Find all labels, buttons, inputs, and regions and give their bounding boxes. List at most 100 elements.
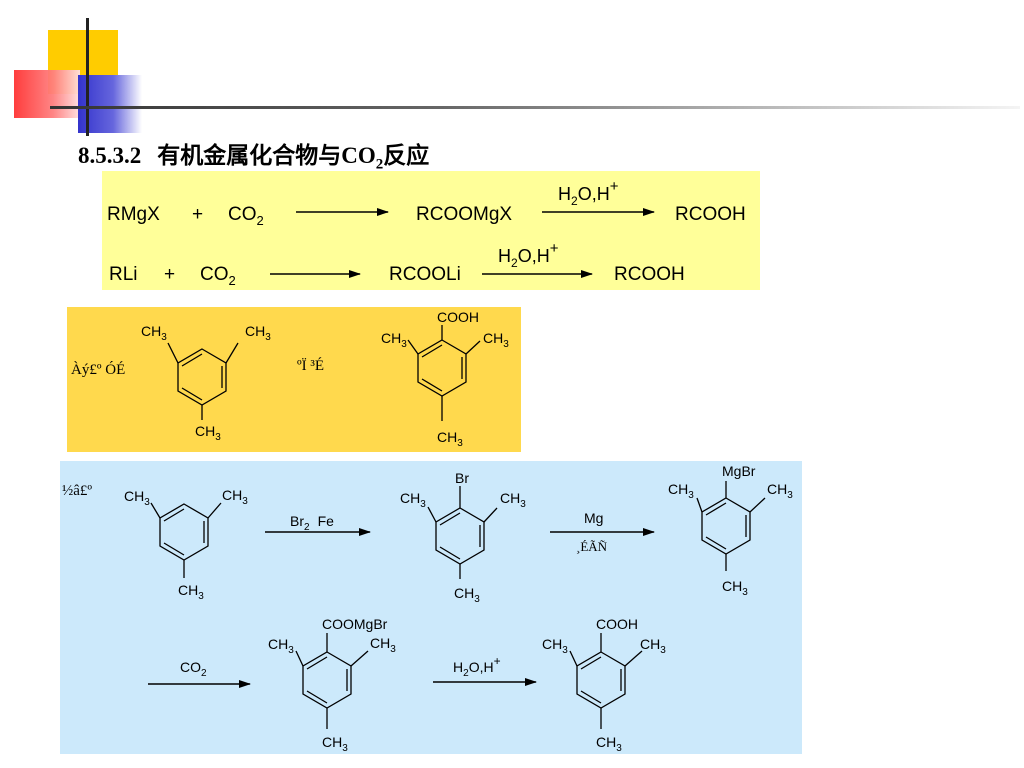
- row1-reactant: RMgX: [107, 204, 160, 225]
- row2-reagent-rest: O,H: [518, 246, 550, 266]
- row1-reagent-rest: O,H: [578, 184, 610, 204]
- title-suffix: 反应: [383, 143, 430, 168]
- svg-text:H2O,H+: H2O,H+: [558, 178, 619, 208]
- m4-bot-ch: CH: [322, 734, 342, 750]
- example-label: Àý£º ÓÉ: [71, 362, 126, 378]
- mol1-bot-ch: CH: [195, 423, 215, 439]
- m5-top-cooh: COOH: [596, 616, 638, 632]
- row2-reagent-sup: +: [550, 240, 559, 257]
- title-subscript: 2: [375, 156, 384, 173]
- m1-bot-ch: CH: [178, 582, 198, 598]
- m3-tl-ch: CH: [668, 481, 688, 497]
- step2-reagent: Mg: [584, 510, 603, 526]
- row2-co-sub: 2: [229, 273, 236, 288]
- row1-plus: +: [192, 204, 203, 225]
- row2-reagent-sub: 2: [511, 256, 518, 270]
- svg-text:CH3: CH3: [640, 636, 666, 656]
- row2-co: CO: [200, 264, 229, 285]
- decor-vertical-rule: [86, 18, 89, 136]
- m2-tl-ch: CH: [400, 490, 420, 506]
- step3-reagent: CO: [180, 659, 201, 675]
- svg-text:CH3: CH3: [381, 330, 407, 350]
- row2-product: RCOOH: [614, 264, 685, 285]
- row1-product: RCOOH: [675, 204, 746, 225]
- svg-text:CH3: CH3: [124, 488, 150, 508]
- m5-bot-ch: CH: [596, 734, 616, 750]
- row2-reactant: RLi: [109, 264, 138, 285]
- general-reactions-svg: RMgX + CO2 RCOOMgX H2O,H+ RCOOH RLi + CO…: [107, 178, 746, 288]
- svg-text:CH3: CH3: [542, 636, 568, 656]
- mol2-tr-ch: CH: [483, 330, 503, 346]
- mol1-tr-ch: CH: [245, 323, 265, 339]
- step4-h: H: [453, 659, 463, 675]
- mol2-top-cooh: COOH: [437, 309, 479, 325]
- svg-text:CO2: CO2: [180, 659, 207, 679]
- svg-text:CH3: CH3: [245, 323, 271, 343]
- m4-tr-ch: CH: [370, 635, 390, 651]
- example-structures-svg: CH3 CH3 CH3 COOH CH3 CH3 CH3: [141, 309, 509, 449]
- svg-text:CH3: CH3: [268, 636, 294, 656]
- solution-label: ½â£º: [62, 483, 93, 499]
- svg-text:CO2: CO2: [228, 204, 264, 228]
- svg-text:CH3: CH3: [767, 481, 793, 501]
- m4-tl-ch: CH: [268, 636, 288, 652]
- svg-text:CH3: CH3: [722, 578, 748, 598]
- svg-text:CH3: CH3: [222, 487, 248, 507]
- svg-text:CH3: CH3: [483, 330, 509, 350]
- svg-text:CH3: CH3: [370, 635, 396, 655]
- svg-text:H2O,H+: H2O,H+: [453, 654, 501, 679]
- mol2-bot-ch: CH: [437, 429, 457, 445]
- svg-text:CH3: CH3: [437, 429, 463, 449]
- mol2-tl-ch: CH: [381, 330, 401, 346]
- m5-tl-ch: CH: [542, 636, 562, 652]
- row1-co-sub: 2: [257, 213, 264, 228]
- example-mid-label: ºÏ ³É: [297, 358, 325, 374]
- m2-top-br: Br: [455, 470, 469, 486]
- step2-solvent: ¸ÉÃÑ: [576, 539, 608, 554]
- row2-reagent-h: H: [498, 246, 511, 266]
- m5-tr-ch: CH: [640, 636, 660, 652]
- row1-reagent-h: H: [558, 184, 571, 204]
- svg-text:CH3: CH3: [500, 490, 526, 510]
- row1-reagent-sub: 2: [571, 194, 578, 208]
- svg-text:CH3: CH3: [454, 585, 480, 605]
- svg-text:CH3: CH3: [195, 423, 221, 443]
- svg-text:CH3: CH3: [400, 490, 426, 510]
- m3-grignard-structure: [696, 481, 766, 571]
- m1-tr-ch: CH: [222, 487, 242, 503]
- title-prefix: 有机金属化合物与CO: [157, 143, 376, 168]
- step4-rest: O,H: [469, 659, 494, 675]
- general-reactions-panel: RMgX + CO2 RCOOMgX H2O,H+ RCOOH RLi + CO…: [102, 171, 760, 290]
- decor-horizontal-rule: [50, 106, 1020, 109]
- m3-tr-ch: CH: [767, 481, 787, 497]
- m2-tr-ch: CH: [500, 490, 520, 506]
- mesitylene-structure: [167, 342, 239, 420]
- mol1-tl-ch: CH: [141, 323, 161, 339]
- m3-bot-ch: CH: [722, 578, 742, 594]
- row2-plus: +: [164, 264, 175, 285]
- m2-bromomesitylene-structure: [427, 486, 498, 579]
- section-title: 8.5.3.2 有机金属化合物与CO2反应: [78, 136, 429, 174]
- row1-reagent-sup: +: [610, 178, 619, 195]
- m5-mesitoic-acid-structure: [569, 633, 643, 729]
- svg-text:CH3: CH3: [668, 481, 694, 501]
- m1-mesitylene-structure: [150, 502, 222, 578]
- example-panel: Àý£º ÓÉ ºÏ ³É CH3 CH3 CH3 COOH CH3 CH3 C…: [67, 307, 521, 452]
- m2-bot-ch: CH: [454, 585, 474, 601]
- svg-text:CH3: CH3: [322, 734, 348, 754]
- m4-top-coomgbr: COOMgBr: [322, 616, 388, 632]
- svg-text:CH3: CH3: [141, 323, 167, 343]
- row1-intermediate: RCOOMgX: [416, 204, 512, 225]
- step1-reagent: Br: [290, 513, 304, 529]
- m4-carboxylate-structure: [295, 633, 369, 729]
- svg-text:CH3: CH3: [178, 582, 204, 602]
- svg-text:H2O,H+: H2O,H+: [498, 240, 559, 270]
- decor-red-square: [14, 70, 80, 118]
- svg-text:CH3: CH3: [596, 734, 622, 754]
- row1-co: CO: [228, 204, 257, 225]
- m1-tl-ch: CH: [124, 488, 144, 504]
- section-number: 8.5.3.2: [78, 143, 142, 168]
